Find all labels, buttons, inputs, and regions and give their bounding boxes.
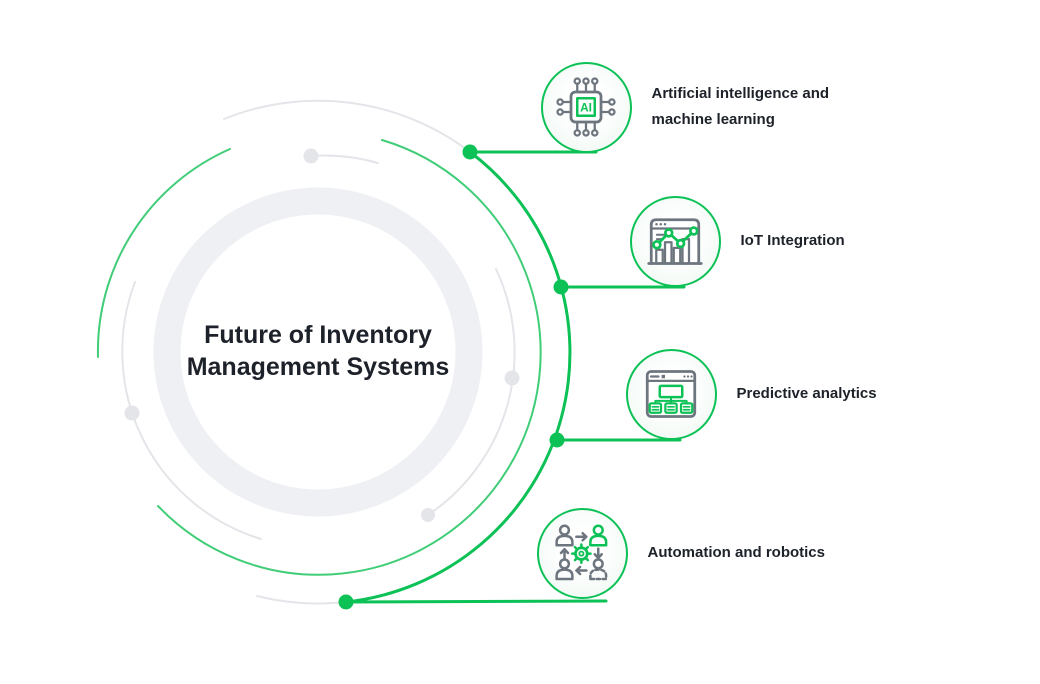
cycle-arrows [559, 532, 603, 576]
connector-dot-predictive [549, 432, 565, 448]
predictive-analytics-sitemap-icon [645, 370, 697, 418]
arrow-left-icon [575, 565, 588, 576]
item-ai: AI Artificial intelligence and machine l… [540, 61, 887, 153]
sitemap-leaf-boxes [648, 402, 694, 414]
green-arc-main [344, 150, 572, 604]
trend-line [655, 229, 696, 247]
item-automation: Automation and robotics [536, 507, 883, 599]
automation-people-gear-icon [555, 524, 608, 581]
inner-grey-arc-top [310, 154, 379, 164]
ai-chip-icon: AI [556, 77, 616, 137]
browser-dots [655, 223, 667, 226]
item-iot-label: IoT Integration [740, 232, 845, 249]
person-top-right-green [589, 524, 608, 547]
arrow-right-icon [575, 532, 588, 542]
item-iot-circle [629, 195, 721, 287]
green-arc-inner-right [157, 139, 542, 576]
person-bottom-right [589, 558, 608, 581]
connector-line-automation [344, 599, 608, 604]
item-ai-label: Artificial intelligence and machine lear… [651, 85, 830, 128]
inner-grey-arc-right [427, 268, 516, 516]
page-title: Future of Inventory Management Systems [153, 320, 483, 383]
page-title-line2: Management Systems [186, 352, 450, 381]
connector-dot-iot [553, 279, 569, 295]
item-predictive-circle [625, 348, 717, 440]
arrow-down-icon [593, 547, 603, 560]
arrow-up-icon [559, 548, 570, 560]
item-automation-label: Automation and robotics [647, 544, 826, 561]
outer-grey-arc-top [223, 99, 471, 153]
sitemap-links [654, 396, 688, 405]
gear-icon [571, 543, 592, 564]
ai-chip-core [576, 97, 596, 117]
item-predictive: Predictive analytics [625, 348, 972, 440]
grey-node-dot-top [303, 148, 319, 164]
item-iot: IoT Integration [629, 195, 976, 287]
connector-dot-automation [338, 594, 354, 610]
inner-grey-arc-left [121, 281, 262, 540]
person-top-left [555, 524, 574, 547]
item-automation-circle [536, 507, 628, 599]
grey-node-dot-right [504, 370, 520, 386]
titlebar-square [661, 374, 665, 379]
ai-chip-pins [556, 77, 616, 137]
item-predictive-label: Predictive analytics [736, 385, 877, 402]
page-title-line1: Future of Inventory [204, 321, 432, 349]
center-ring [153, 187, 483, 517]
green-arc-upper-left [96, 148, 231, 358]
iot-analytics-chart-icon [647, 218, 703, 265]
trend-line-nodes [652, 226, 699, 250]
outer-grey-arc-bottom [256, 595, 347, 605]
connector-dot-ai [462, 144, 478, 160]
grey-node-dot-left [124, 405, 140, 421]
grey-node-dot-bottom [421, 508, 435, 522]
ai-chip-label: AI [580, 100, 592, 114]
browser-dots [683, 375, 693, 378]
item-ai-circle: AI [540, 61, 632, 153]
person-bottom-left [555, 558, 574, 581]
